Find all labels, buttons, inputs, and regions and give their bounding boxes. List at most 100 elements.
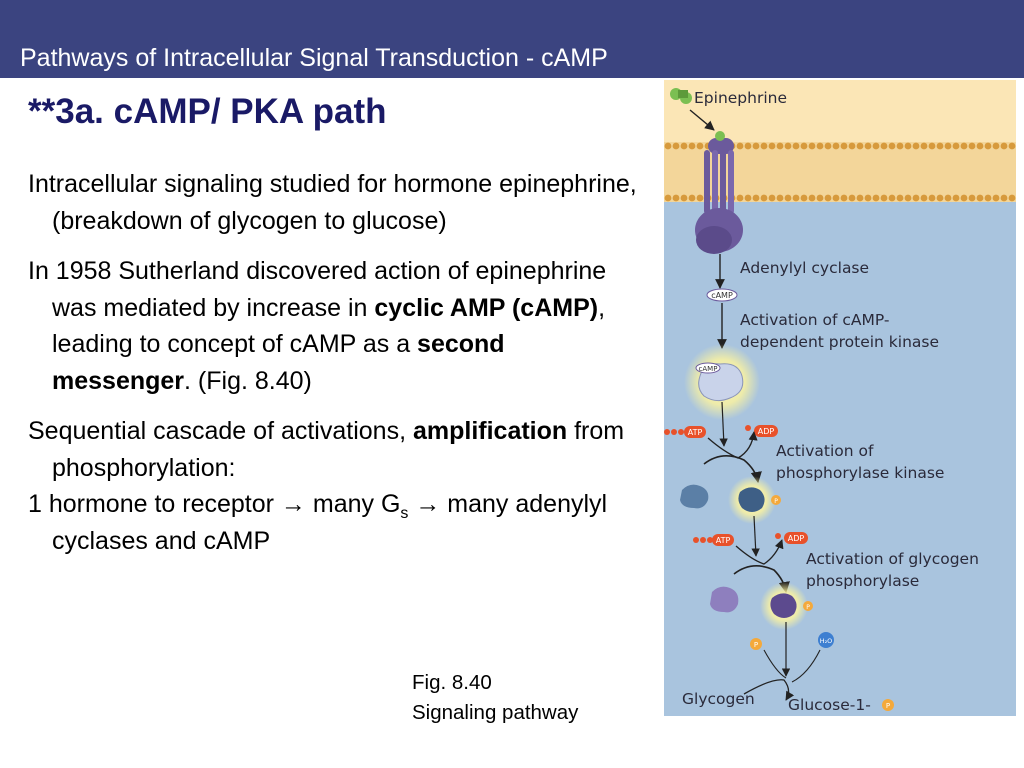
lipid-head xyxy=(664,142,672,150)
signaling-pathway-figure: Epinephrine Adenylyl cyclase cAMP Activa… xyxy=(664,80,1016,716)
subscript-s: s xyxy=(400,505,409,522)
glycogen-phosphorylase-active xyxy=(770,593,797,618)
lipid-head xyxy=(824,142,832,150)
paragraph-cascade: Sequential cascade of activations, ampli… xyxy=(28,413,648,486)
water-molecule-label: H₂O xyxy=(820,637,833,645)
label-adenylyl-cyclase: Adenylyl cyclase xyxy=(740,259,869,277)
water-molecule xyxy=(818,632,834,648)
lipid-head xyxy=(680,194,688,202)
lipid-head xyxy=(976,142,984,150)
lipid-head xyxy=(752,142,760,150)
lipid-head xyxy=(928,194,936,202)
label-glycogen: Glycogen xyxy=(682,690,755,708)
caption-figure-number: Fig. 8.40 xyxy=(412,671,492,694)
text-span: , leading to concept of cAMP as a xyxy=(52,293,606,359)
label-atp-2: ATP xyxy=(716,536,731,545)
paragraph-sutherland: In 1958 Sutherland discovered action of … xyxy=(28,253,648,399)
phosphate-badge-2-label: P xyxy=(806,604,810,611)
lipid-head xyxy=(672,142,680,150)
lipid-head xyxy=(1008,194,1016,202)
label-adp-2: ADP xyxy=(788,534,805,543)
lipid-head xyxy=(768,194,776,202)
lipid-head xyxy=(832,194,840,202)
paragraph-amplification: 1 hormone to receptor → many Gs → many a… xyxy=(28,486,648,559)
lipid-head xyxy=(816,194,824,202)
lipid-head xyxy=(784,194,792,202)
phosphate-curve xyxy=(763,649,787,679)
lipid-head xyxy=(960,194,968,202)
inorganic-phosphate xyxy=(750,638,762,650)
glucose-phosphate-badge xyxy=(882,699,894,711)
atp-adp-curve-2 xyxy=(735,539,784,565)
lipid-head xyxy=(928,142,936,150)
lipid-head xyxy=(776,142,784,150)
lipid-head xyxy=(968,194,976,202)
lipid-head xyxy=(912,194,920,202)
bold-amplification: amplification xyxy=(412,417,568,445)
camp-bound-label: cAMP xyxy=(699,365,718,373)
lipid-head xyxy=(824,194,832,202)
atp-group-1 xyxy=(664,426,706,438)
label-pka-line1: Activation of cAMP- xyxy=(740,311,890,329)
lipid-head xyxy=(800,142,808,150)
lipid-head xyxy=(960,142,968,150)
arrow-phosphorylation-1 xyxy=(703,455,762,484)
arrow-glycogen-to-glucose xyxy=(743,679,795,701)
lipid-head xyxy=(872,194,880,202)
lipid-head xyxy=(840,142,848,150)
lipid-head xyxy=(864,142,872,150)
label-gp-line1: Activation of glycogen xyxy=(806,550,979,568)
text-span: 1 hormone to receptor → many G xyxy=(28,490,401,518)
lipid-head xyxy=(744,194,752,202)
lipid-head xyxy=(696,142,704,150)
phosphate-badge xyxy=(771,495,781,505)
lipid-head xyxy=(920,142,928,150)
label-atp-1: ATP xyxy=(688,428,703,437)
glycogen-phosphorylase-inactive xyxy=(710,586,739,613)
figure-caption: Fig. 8.40 Signaling pathway xyxy=(412,668,578,728)
text-span: . (Fig. 8.40) xyxy=(184,366,312,395)
lipid-head xyxy=(736,142,744,150)
title-bar xyxy=(0,0,1024,78)
lipid-head xyxy=(784,142,792,150)
lipid-head xyxy=(944,194,952,202)
lipid-head xyxy=(992,194,1000,202)
inorganic-phosphate-label: P xyxy=(754,641,758,649)
arrow-phk-down xyxy=(751,515,760,557)
lipid-head xyxy=(808,142,816,150)
lipid-head xyxy=(808,194,816,202)
lipid-head xyxy=(800,194,808,202)
lipid-head xyxy=(760,194,768,202)
lipid-head xyxy=(752,194,760,202)
lipid-head xyxy=(888,194,896,202)
lipid-head xyxy=(880,194,888,202)
label-glucose: Glucose-1- xyxy=(788,696,871,714)
lipid-head xyxy=(936,142,944,150)
paragraph-intro: Intracellular signaling studied for horm… xyxy=(28,170,637,235)
label-adp-1: ADP xyxy=(758,427,775,436)
bold-camp: cyclic AMP (cAMP) xyxy=(374,293,599,322)
lipid-head xyxy=(832,142,840,150)
atp-group-2 xyxy=(693,534,734,546)
lipid-head xyxy=(848,194,856,202)
adp-group-1 xyxy=(745,425,778,437)
membrane-lipid-heads xyxy=(664,142,1016,202)
lipid-head xyxy=(920,194,928,202)
lipid-head xyxy=(696,194,704,202)
phosphorylase-kinase-active xyxy=(738,487,765,512)
lipid-head xyxy=(1000,142,1008,150)
label-pka-line2: dependent protein kinase xyxy=(740,333,939,351)
lipid-head xyxy=(880,142,888,150)
lipid-head xyxy=(856,194,864,202)
lipid-head xyxy=(952,142,960,150)
lipid-head xyxy=(688,142,696,150)
lipid-head xyxy=(1000,194,1008,202)
arrow-ligand-binding xyxy=(689,109,715,131)
lipid-head xyxy=(816,142,824,150)
camp-bound xyxy=(695,362,721,374)
camp-molecule-label: cAMP xyxy=(711,291,733,300)
lipid-head xyxy=(896,142,904,150)
slide-title: Pathways of Intracellular Signal Transdu… xyxy=(20,44,608,72)
label-epinephrine: Epinephrine xyxy=(694,89,787,107)
epinephrine-molecule xyxy=(670,88,692,104)
